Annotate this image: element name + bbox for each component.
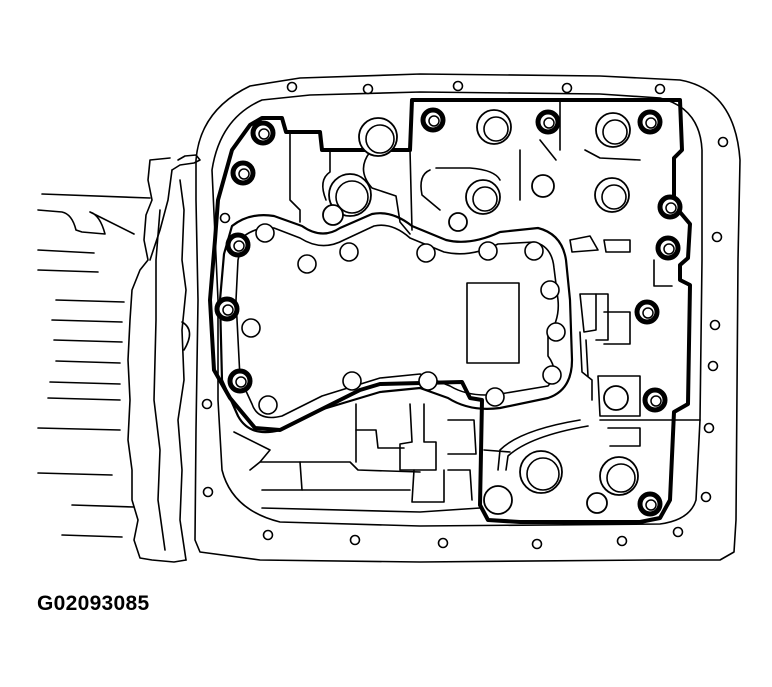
- pan-bolt-hole: [703, 422, 715, 434]
- pan-bolt-hole: [437, 537, 449, 549]
- valve-bore: [472, 186, 498, 212]
- gasket-hole: [546, 322, 566, 342]
- valve-boss: [603, 385, 629, 411]
- valve-body-details: [289, 99, 701, 471]
- valve-boss: [483, 485, 513, 515]
- bolt-head: [222, 304, 234, 316]
- pan-bolt-hole: [717, 136, 729, 148]
- gasket-hole: [524, 241, 544, 261]
- gasket-hole: [255, 223, 275, 243]
- filter-screen: [466, 282, 520, 364]
- gasket-hole: [339, 242, 359, 262]
- lower-details: [233, 403, 641, 513]
- pan-bolt-hole: [531, 538, 543, 550]
- valve-body-outline: [208, 98, 692, 524]
- pan-bolt-hole: [286, 81, 298, 93]
- valve-boss: [448, 212, 468, 232]
- valve-boss: [586, 492, 608, 514]
- gasket-hole: [418, 371, 438, 391]
- gasket-hole: [478, 241, 498, 261]
- pan-bolt-hole: [672, 526, 684, 538]
- pan-bolt-hole: [201, 398, 213, 410]
- gasket-hole: [542, 365, 562, 385]
- gasket-holes: [241, 223, 566, 415]
- pan-rail-holes: [201, 80, 729, 550]
- gasket-hole: [416, 243, 436, 263]
- gasket-hole: [342, 371, 362, 391]
- bolt-head: [645, 117, 657, 129]
- gasket-hole: [258, 395, 278, 415]
- bolt-head: [428, 115, 440, 127]
- valve-bosses: [322, 109, 639, 515]
- valve-boss: [531, 174, 555, 198]
- bolt-head: [238, 168, 250, 180]
- bolt-head: [665, 202, 677, 214]
- valve-body-bolts: [214, 107, 683, 517]
- pan-bolt-hole: [262, 529, 274, 541]
- gasket-hole: [540, 280, 560, 300]
- gasket-hole: [241, 318, 261, 338]
- valve-bore: [606, 463, 636, 493]
- pan-bolt-hole: [616, 535, 628, 547]
- pan-bolt-hole: [202, 486, 214, 498]
- gasket-hole: [297, 254, 317, 274]
- valve-bore: [483, 116, 509, 142]
- transmission-case: [37, 154, 201, 563]
- bolt-head: [663, 243, 675, 255]
- valve-bore: [335, 180, 369, 214]
- pan-bolt-hole: [452, 80, 464, 92]
- bolt-head: [645, 499, 657, 511]
- bolt-head: [543, 117, 555, 129]
- pan-bolt-hole: [219, 212, 231, 224]
- valve-bore: [365, 124, 395, 154]
- oil-pan-rail: [194, 73, 741, 563]
- bolt-head: [233, 240, 245, 252]
- valve-boss: [322, 204, 344, 226]
- pan-bolt-hole: [349, 534, 361, 546]
- pan-bolt-hole: [700, 491, 712, 503]
- figure-id-label: G02093085: [37, 592, 150, 615]
- gasket-hole: [485, 387, 505, 407]
- bolt-head: [258, 128, 270, 140]
- valve-bore: [602, 119, 628, 145]
- valve-bore: [601, 184, 627, 210]
- bolt-head: [642, 307, 654, 319]
- pan-bolt-hole: [362, 83, 374, 95]
- pan-bolt-hole: [654, 83, 666, 95]
- bolt-head: [235, 376, 247, 388]
- valve-bore: [526, 457, 560, 491]
- pan-bolt-hole: [707, 360, 719, 372]
- bolt-head: [650, 395, 662, 407]
- pan-bolt-hole: [711, 231, 723, 243]
- pan-bolt-hole: [561, 82, 573, 94]
- pan-bolt-hole: [709, 319, 721, 331]
